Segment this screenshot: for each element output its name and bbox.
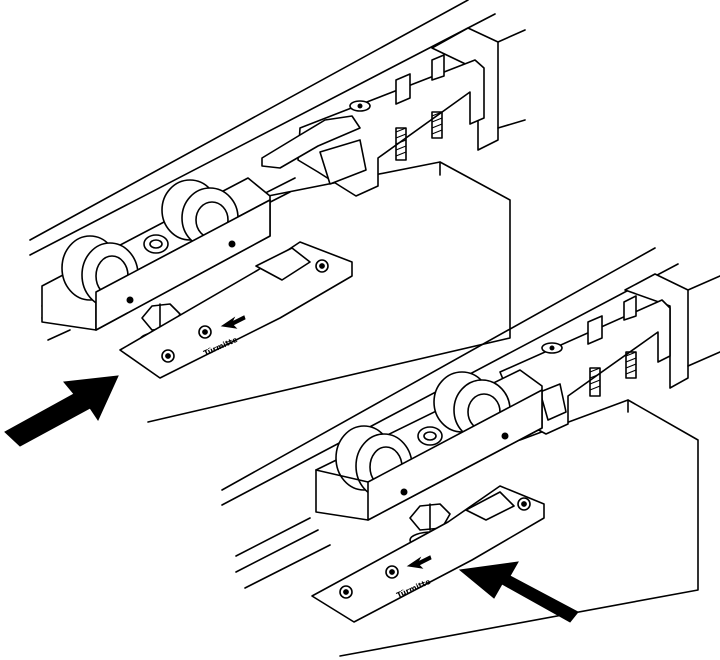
upper-threaded-bolts: [395, 111, 443, 161]
arrow-right-up-icon: [4, 375, 119, 447]
lower-mounting-plate: Türmitte: [311, 485, 545, 623]
lower-assembly: Türmitte: [221, 247, 720, 657]
upper-roller-carriage: [41, 177, 271, 331]
upper-bracket-arm: [261, 54, 485, 197]
upper-assembly: Türmitte: [4, 0, 526, 447]
lower-threaded-bolts: [589, 351, 637, 397]
lower-door-leaf: [339, 399, 699, 657]
lower-roller-carriage: [315, 369, 543, 521]
arrow-left-up-icon: [458, 561, 579, 623]
upper-door-leaf: [147, 161, 511, 423]
